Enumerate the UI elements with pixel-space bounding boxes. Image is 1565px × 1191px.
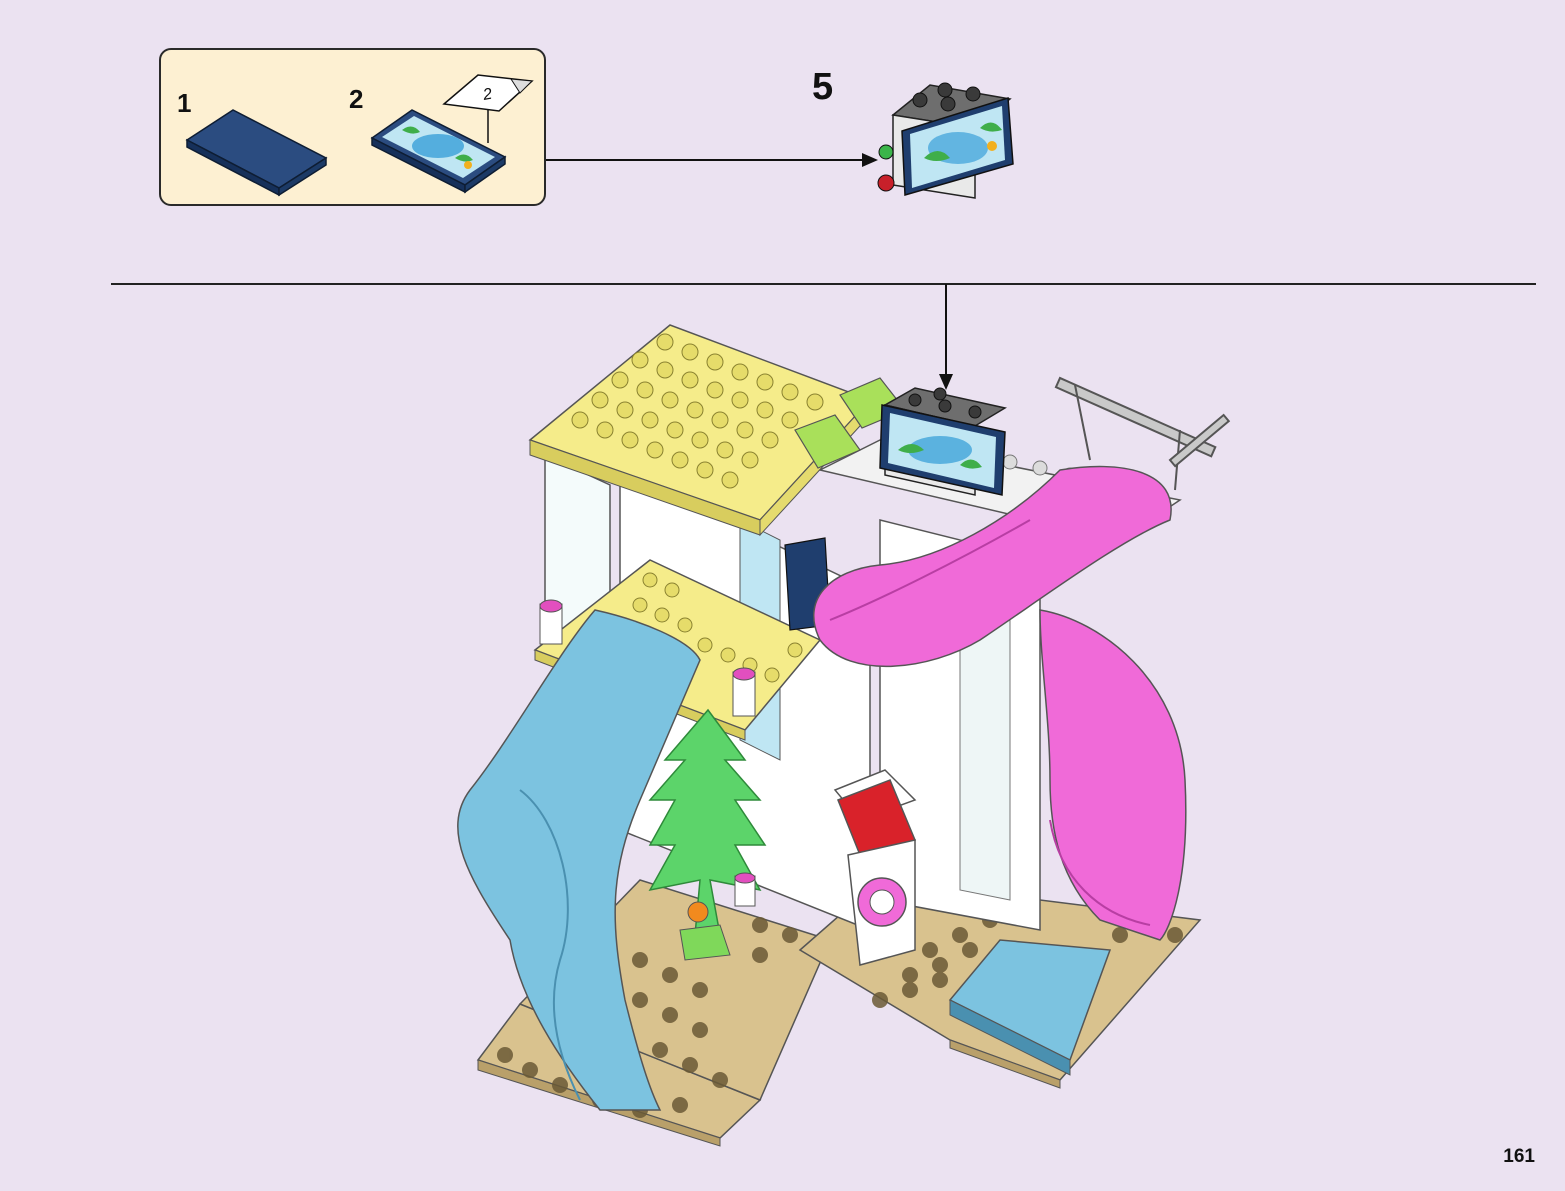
- printed-tile-part: [372, 107, 505, 192]
- arrow-down-icon: [939, 284, 953, 390]
- assembled-part: [878, 83, 1013, 198]
- dark-blue-tile-part: [187, 110, 326, 195]
- sticker-icon: 2: [444, 75, 532, 111]
- main-model: [458, 325, 1229, 1146]
- arrow-right-icon: [546, 153, 878, 167]
